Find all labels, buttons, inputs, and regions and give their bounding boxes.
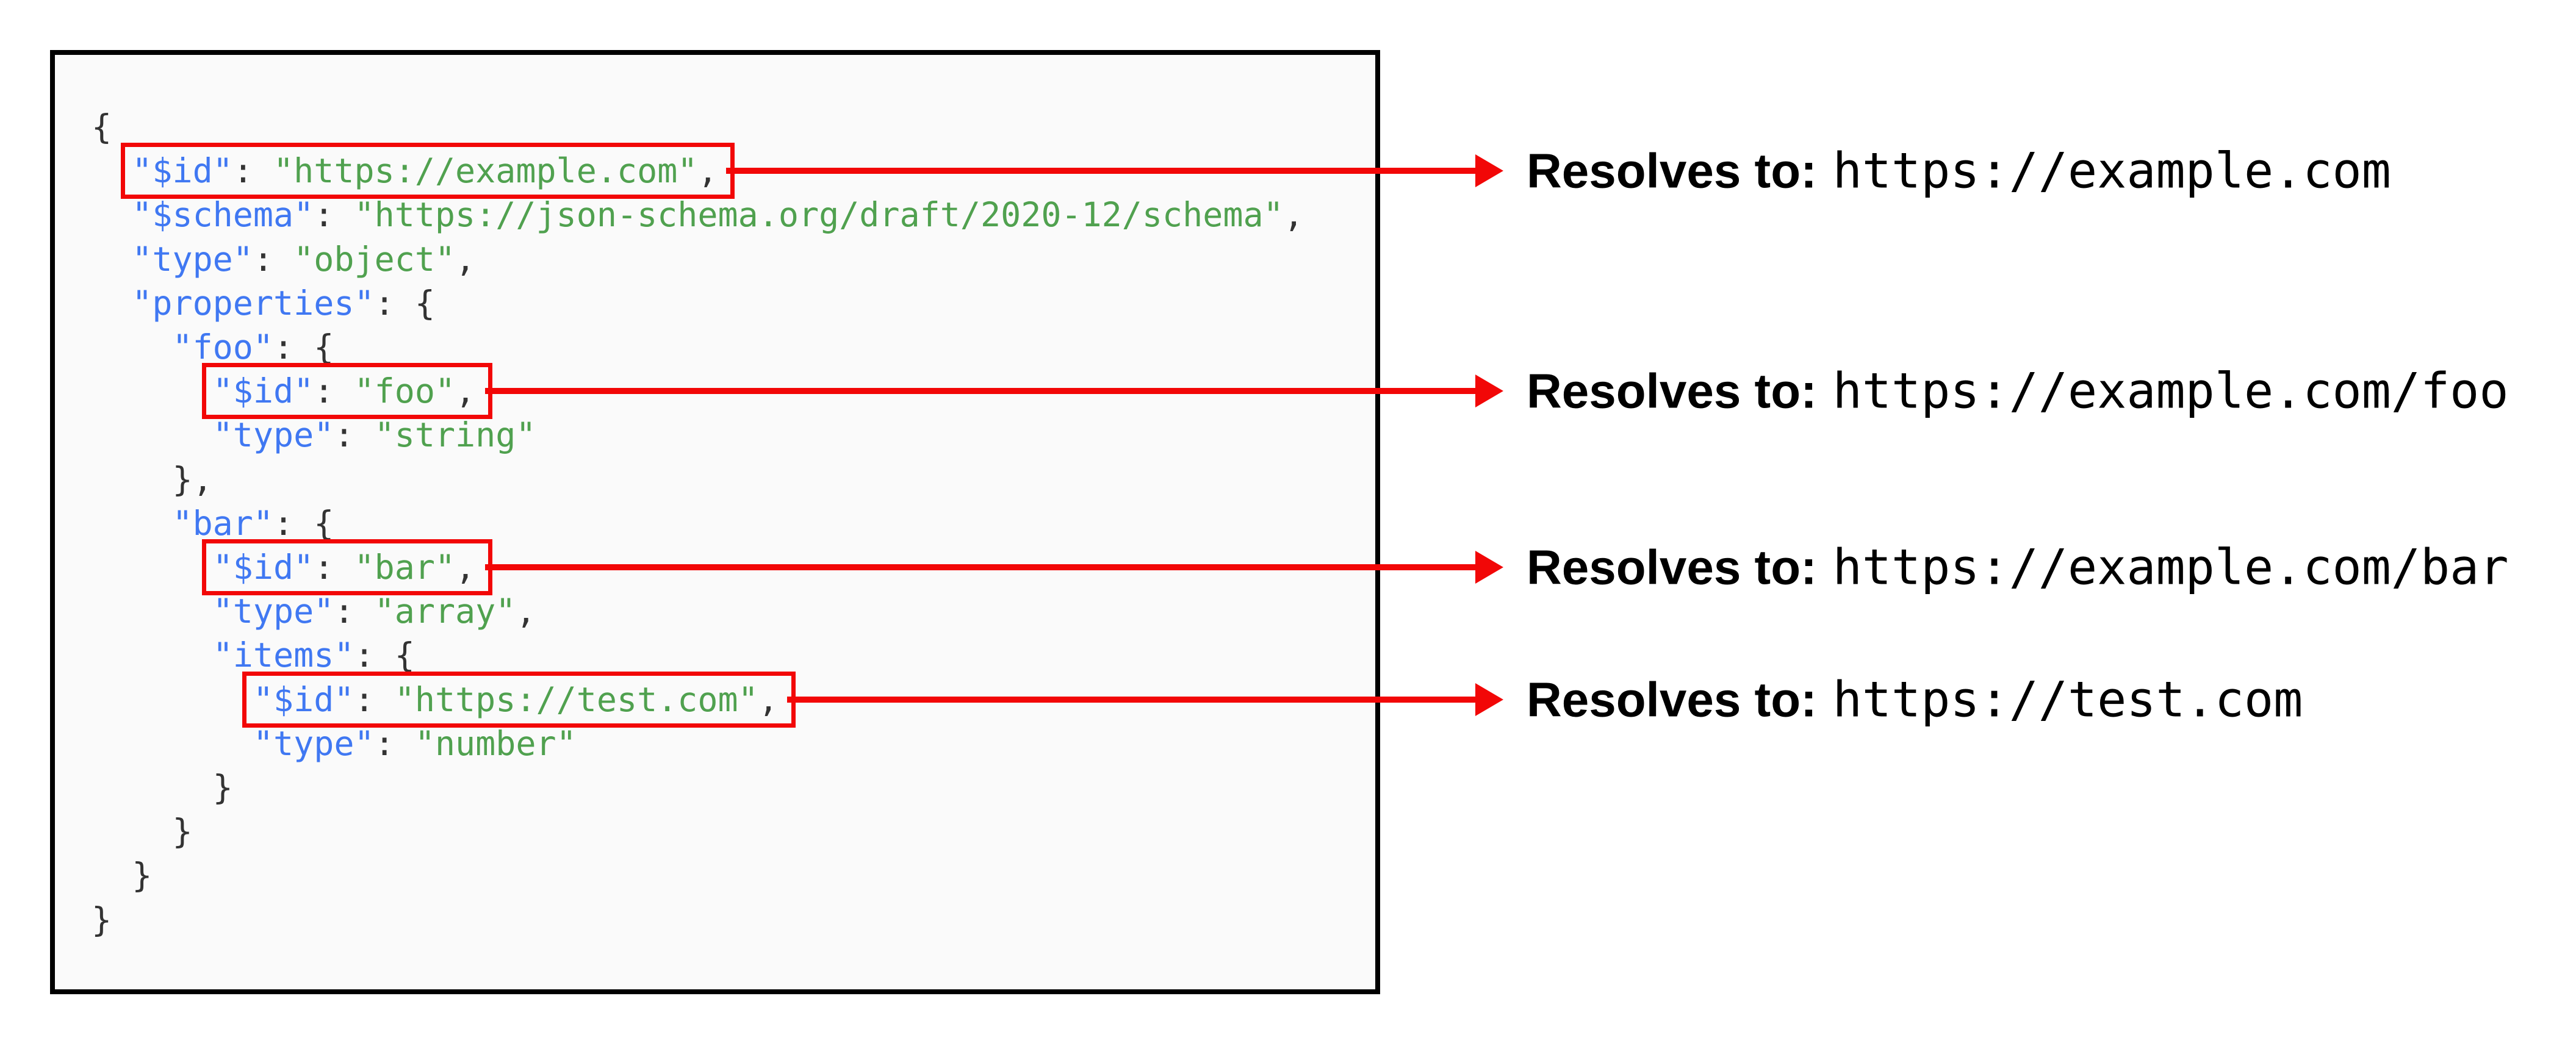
resolved-url: https://test.com [1832, 671, 2303, 728]
resolves-label: Resolves to: [1527, 364, 1817, 418]
arrow-line-bar-id [485, 564, 1478, 570]
resolved-url: https://example.com [1832, 142, 2391, 199]
highlight-box-bar-id [202, 539, 492, 595]
arrow-head-icon-items [1475, 683, 1503, 716]
arrow-head-icon-root [1475, 154, 1503, 187]
json-schema-code-block: { "$id": "https://example.com", "$schema… [50, 50, 1380, 994]
annotation-root-id: Resolves to: https://example.com [1527, 143, 2391, 199]
arrow-head-icon-bar [1475, 551, 1503, 584]
arrow-line-foo-id [485, 388, 1478, 394]
annotation-foo-id: Resolves to: https://example.com/foo [1527, 363, 2508, 420]
resolves-label: Resolves to: [1527, 672, 1817, 727]
resolved-url: https://example.com/foo [1832, 362, 2509, 420]
arrow-line-root-id [726, 168, 1478, 174]
highlight-box-items-id [242, 672, 796, 728]
annotation-items-id: Resolves to: https://test.com [1527, 672, 2303, 728]
arrow-line-items-id [787, 697, 1478, 703]
highlight-box-foo-id [202, 363, 492, 419]
arrow-head-icon-foo [1475, 375, 1503, 407]
highlight-box-root-id [121, 143, 735, 199]
json-code: { "$id": "https://example.com", "$schema… [92, 107, 1304, 939]
resolves-label: Resolves to: [1527, 143, 1817, 198]
annotation-bar-id: Resolves to: https://example.com/bar [1527, 539, 2508, 596]
resolves-label: Resolves to: [1527, 540, 1817, 595]
resolved-url: https://example.com/bar [1832, 539, 2509, 596]
